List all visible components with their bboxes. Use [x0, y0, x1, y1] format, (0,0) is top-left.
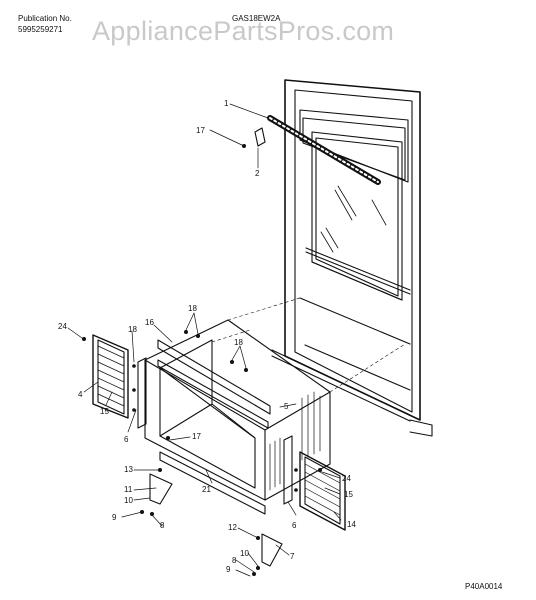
- leader-lines: [67, 103, 342, 577]
- right-side-curtain: [299, 451, 346, 531]
- callout-24: 24: [342, 474, 351, 483]
- callout-16: 16: [145, 318, 154, 327]
- callout-17: 17: [196, 126, 205, 135]
- callout-9: 9: [112, 513, 117, 522]
- callout-2: 2: [255, 169, 260, 178]
- callout-10: 10: [240, 549, 249, 558]
- screw-icons: [82, 144, 322, 576]
- alignment-lines: [211, 297, 406, 393]
- cabinet-sleeve: [144, 319, 331, 501]
- left-support-bracket: [149, 473, 173, 505]
- left-frame-channel: [137, 357, 147, 429]
- left-side-curtain: [92, 334, 129, 419]
- callout-18: 18: [188, 304, 197, 313]
- callout-1: 1: [224, 99, 229, 108]
- callout-18: 18: [128, 325, 137, 334]
- callout-15: 15: [100, 407, 109, 416]
- callout-24: 24: [58, 322, 67, 331]
- callout-9: 9: [226, 565, 231, 574]
- right-support-bracket: [261, 533, 283, 567]
- bottom-rail: [159, 451, 266, 515]
- callout-8: 8: [160, 521, 165, 530]
- callout-6: 6: [292, 521, 297, 530]
- top-rail: [157, 339, 271, 429]
- callout-21: 21: [202, 485, 211, 494]
- publication-label: Publication No.: [18, 14, 72, 23]
- watermark-text: AppliancePartsPros.com: [92, 16, 395, 46]
- callout-12: 12: [228, 523, 237, 532]
- callout-18: 18: [234, 338, 243, 347]
- right-frame-channel: [283, 435, 293, 505]
- callout-8: 8: [232, 556, 237, 565]
- callout-14: 14: [347, 520, 356, 529]
- drawing-code: P40A0014: [465, 582, 503, 591]
- publication-number: 5995259271: [18, 25, 63, 34]
- callout-13: 13: [124, 465, 133, 474]
- model-number: GAS18EW2A: [232, 14, 281, 23]
- callout-4: 4: [78, 390, 83, 399]
- callout-11: 11: [124, 485, 133, 494]
- callout-5: 5: [284, 402, 289, 411]
- callout-7: 7: [290, 552, 295, 561]
- bracket-part: [254, 127, 266, 147]
- callout-10: 10: [124, 496, 133, 505]
- callout-17: 17: [192, 432, 201, 441]
- callout-6: 6: [124, 435, 129, 444]
- top-seal-strip: [267, 115, 381, 185]
- callout-15: 15: [344, 490, 353, 499]
- callout-labels: 1 2 17 18 18 18 16 24 4 15 6 5 17 13 11 …: [58, 99, 356, 574]
